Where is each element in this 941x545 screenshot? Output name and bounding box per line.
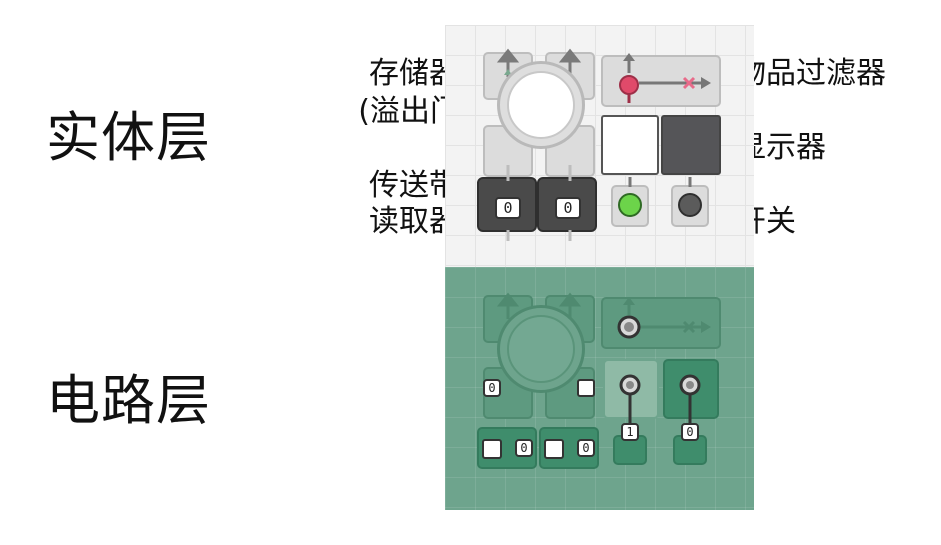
switch-connectors	[628, 177, 692, 187]
storage-signal-value: 0	[483, 379, 501, 397]
storage-signal-port	[577, 379, 595, 397]
item-filter-circuit-graphics	[617, 297, 711, 339]
switch-on-indicator-icon	[618, 193, 642, 217]
reader-circuit-1-value: 0	[515, 439, 533, 457]
entity-layer-panel: 0 0	[445, 25, 754, 267]
display-dark	[661, 115, 721, 175]
belt-reader-label-line1: 传送带	[369, 168, 459, 203]
reader-input-port-1	[482, 439, 502, 459]
switch-circuit-1-value: 1	[621, 423, 639, 441]
belt-reader-1-value: 0	[495, 197, 521, 219]
switch-circuit-2-value: 0	[681, 423, 699, 441]
circuit-conveyor-arrows	[496, 292, 582, 319]
entity-layer-title: 实体层	[46, 106, 211, 169]
filter-cross-icon	[682, 76, 696, 90]
circuit-layer-title: 电路层	[46, 369, 211, 432]
storage-ghost-core	[507, 315, 575, 383]
entity-conveyor-arrows	[496, 48, 582, 77]
belt-reader-2-value: 0	[555, 197, 581, 219]
circuit-layer-panel: 0 0 0 1 0	[445, 267, 754, 510]
reader-input-port-2	[544, 439, 564, 459]
storage-label-line1: 存储器	[369, 56, 459, 91]
display-white	[601, 115, 659, 175]
belt-reader-label-line2: 读取器	[369, 204, 459, 239]
switch-circuit-wires	[619, 374, 701, 425]
storage-core	[507, 71, 575, 139]
switch-off-indicator-icon	[678, 193, 702, 217]
item-filter-label: 物品过滤器	[736, 56, 886, 91]
reader-circuit-2-value: 0	[577, 439, 595, 457]
reader-connectors	[506, 165, 572, 241]
item-filter-graphics	[619, 53, 711, 103]
